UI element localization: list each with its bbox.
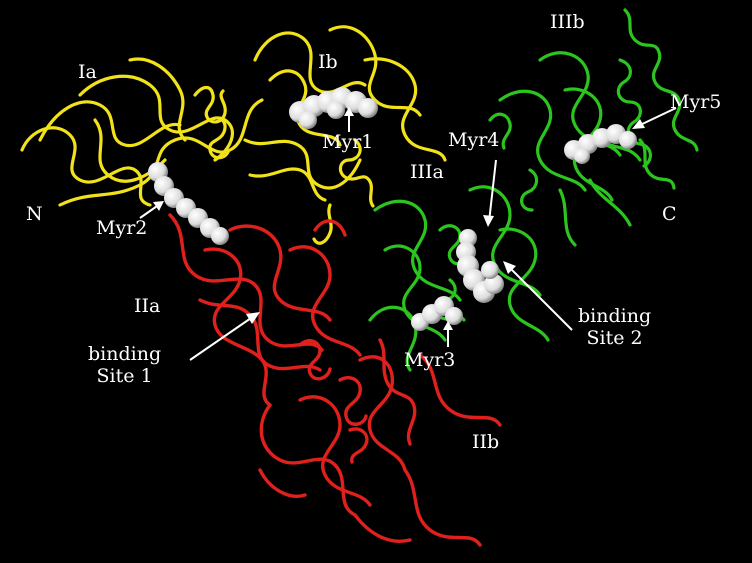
label-domain-Ia: Ia xyxy=(78,61,97,83)
label-binding-site-2: binding Site 2 xyxy=(578,305,652,350)
label-domain-IIIb: IIIb xyxy=(550,11,585,33)
site1-line2: Site 1 xyxy=(96,364,153,387)
site1-arrow xyxy=(189,312,260,361)
myr5-molecule xyxy=(564,124,637,164)
label-myr1: Myr1 xyxy=(322,131,374,153)
domain-III-ribbon xyxy=(368,8,699,372)
site2-line2: Site 2 xyxy=(586,326,643,349)
myr4-arrow xyxy=(483,159,497,227)
site2-line1: binding xyxy=(578,305,652,327)
domain-II-ribbon xyxy=(168,213,502,547)
label-myr5: Myr5 xyxy=(670,91,722,113)
myr1-arrow xyxy=(344,107,354,132)
label-domain-IIa: IIa xyxy=(134,295,161,317)
label-c-terminus: C xyxy=(662,203,677,225)
label-binding-site-1: binding Site 1 xyxy=(88,343,162,388)
site2-arrow xyxy=(503,261,573,331)
myr2-arrow xyxy=(139,201,164,219)
myr3-arrow xyxy=(443,321,453,347)
domain-I-ribbon xyxy=(20,25,447,245)
myr2-molecule xyxy=(148,162,229,245)
label-domain-Ib: Ib xyxy=(318,51,338,73)
myr4-molecule xyxy=(456,229,504,303)
annotation-arrows xyxy=(139,107,677,361)
label-domain-IIIa: IIIa xyxy=(410,161,444,183)
myr3-molecule xyxy=(411,296,463,331)
label-myr2: Myr2 xyxy=(96,217,148,239)
myr1-molecule xyxy=(289,87,378,129)
label-myr3: Myr3 xyxy=(404,349,456,371)
label-domain-IIb: IIb xyxy=(472,431,500,453)
label-myr4: Myr4 xyxy=(448,129,500,151)
myr5-arrow xyxy=(632,107,677,129)
label-n-terminus: N xyxy=(26,203,43,225)
site1-line1: binding xyxy=(88,343,162,365)
